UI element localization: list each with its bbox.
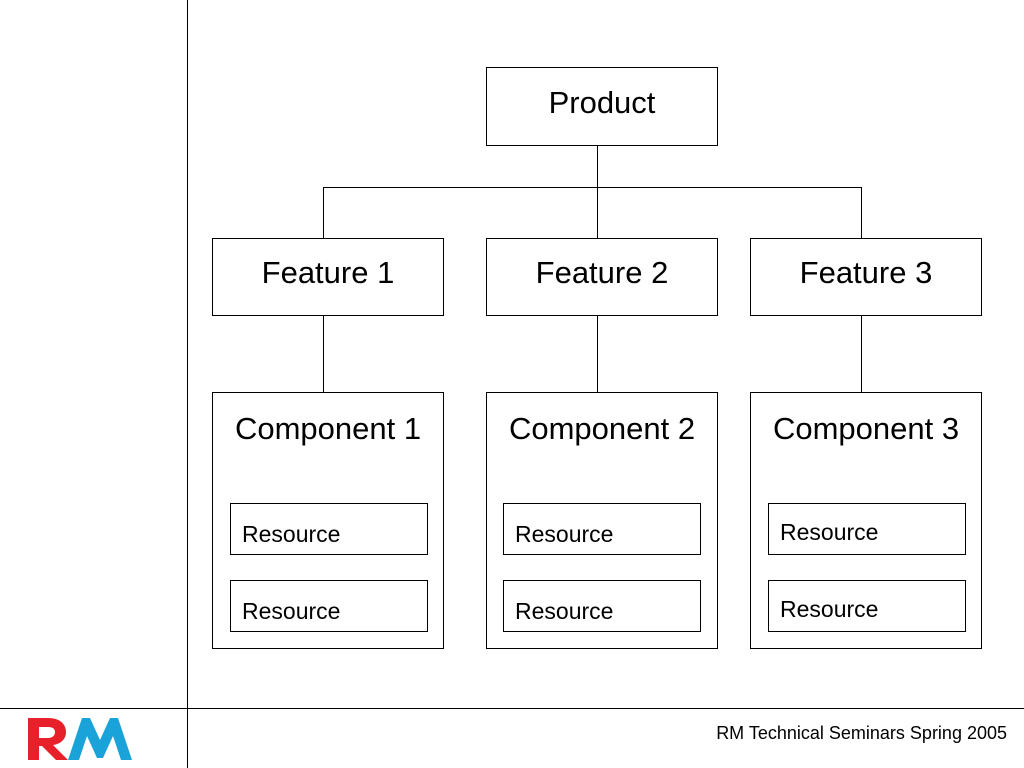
feature-node-1: Feature 1 — [212, 238, 444, 316]
logo-letter-r — [28, 718, 68, 760]
resource-label: Resource — [515, 521, 614, 547]
resource-label: Resource — [515, 598, 614, 624]
product-node: Product — [486, 67, 718, 146]
feature-label: Feature 2 — [535, 255, 669, 290]
resource-label: Resource — [780, 596, 879, 622]
resource-node: Resource — [503, 580, 701, 632]
rm-logo — [28, 718, 132, 760]
connector-feature-1-up — [323, 187, 324, 238]
connector-bus — [323, 187, 862, 188]
connector-feature-3-component-3 — [861, 316, 862, 392]
component-label: Component 3 — [772, 411, 960, 446]
feature-label: Feature 3 — [799, 255, 933, 290]
product-label: Product — [548, 85, 656, 120]
feature-node-3: Feature 3 — [750, 238, 982, 316]
connector-root-down — [597, 146, 598, 187]
resource-node: Resource — [768, 580, 966, 632]
connector-feature-2-up — [597, 187, 598, 238]
resource-node: Resource — [768, 503, 966, 555]
resource-node: Resource — [230, 503, 428, 555]
component-node-1: Component 1 Resource Resource — [212, 392, 444, 649]
feature-label: Feature 1 — [261, 255, 395, 290]
connector-feature-3-up — [861, 187, 862, 238]
slide-vertical-rule — [187, 0, 188, 768]
component-node-3: Component 3 Resource Resource — [750, 392, 982, 649]
resource-label: Resource — [242, 521, 341, 547]
resource-label: Resource — [242, 598, 341, 624]
component-node-2: Component 2 Resource Resource — [486, 392, 718, 649]
feature-node-2: Feature 2 — [486, 238, 718, 316]
connector-feature-2-component-2 — [597, 316, 598, 392]
connector-feature-1-component-1 — [323, 316, 324, 392]
slide-footer-rule — [0, 708, 1024, 709]
footer-text: RM Technical Seminars Spring 2005 — [716, 723, 1007, 743]
resource-label: Resource — [780, 519, 879, 545]
logo-letter-m — [68, 718, 132, 760]
resource-node: Resource — [503, 503, 701, 555]
component-label: Component 2 — [508, 411, 696, 446]
resource-node: Resource — [230, 580, 428, 632]
component-label: Component 1 — [234, 411, 422, 446]
